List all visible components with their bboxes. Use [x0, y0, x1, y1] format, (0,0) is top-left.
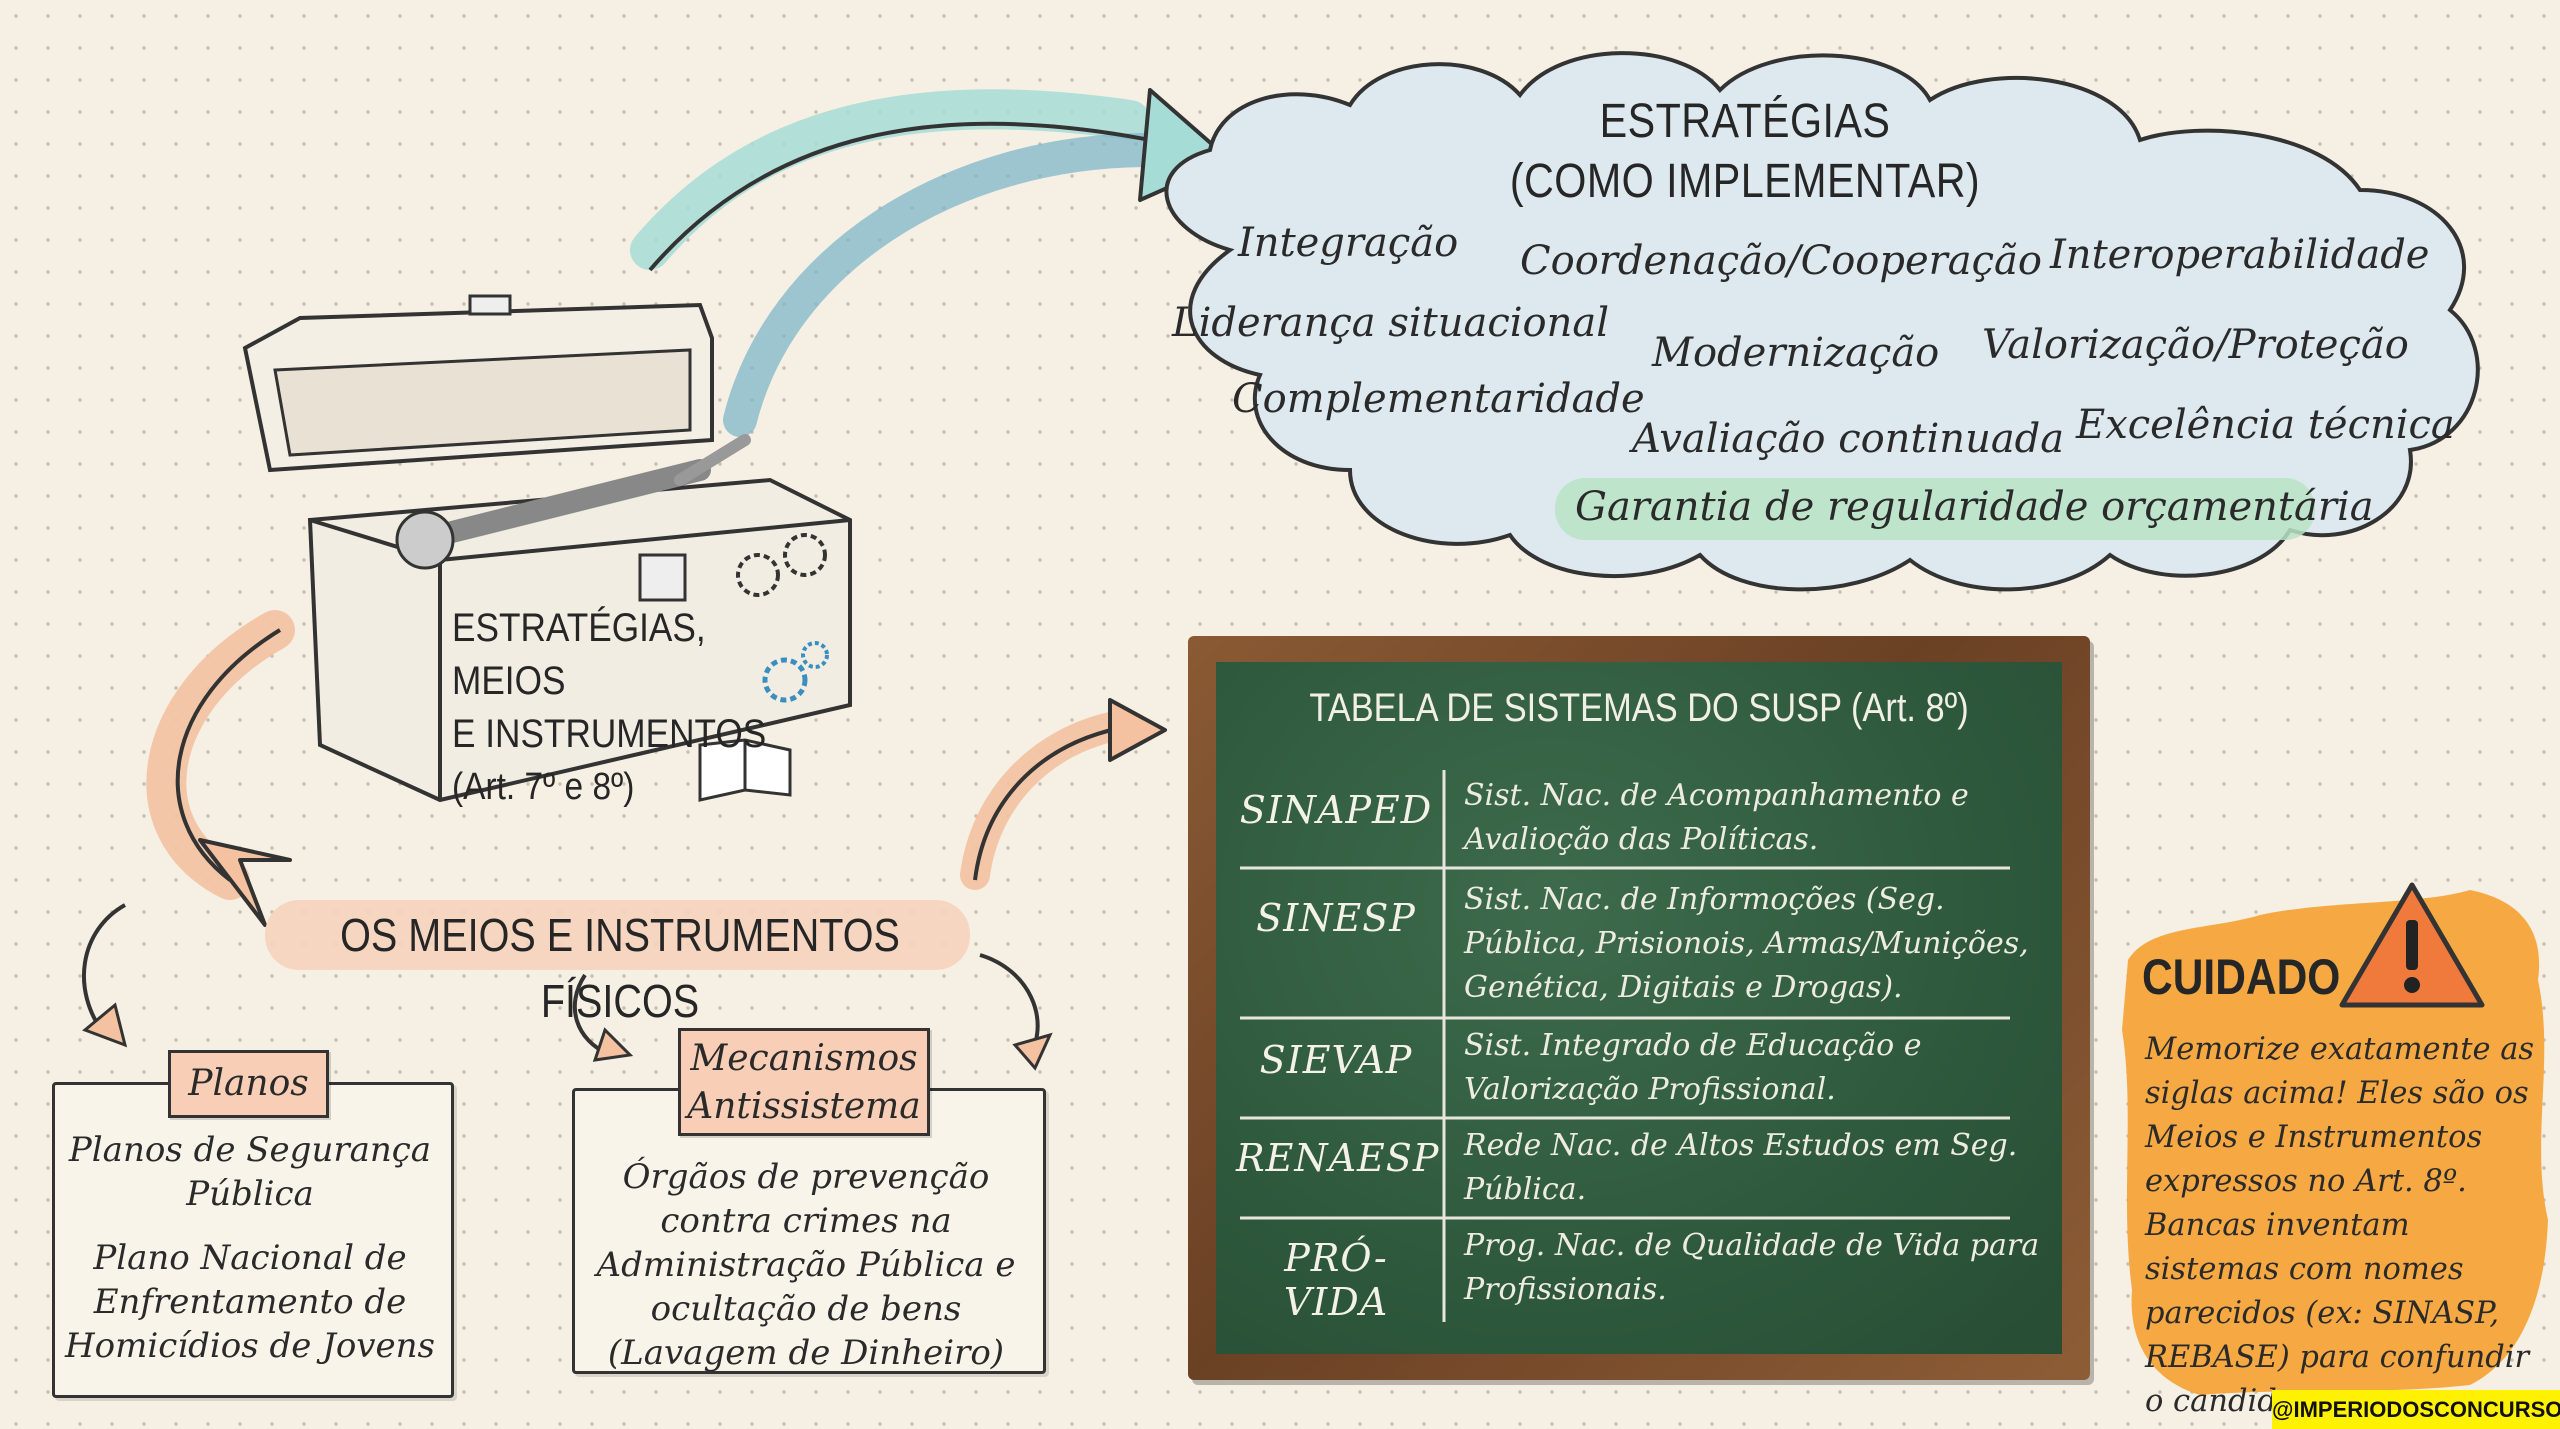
author-handle: @IMPERIODOSCONCURSOS: [2272, 1390, 2560, 1429]
strategy-excelencia: Excelência técnica: [2076, 402, 2455, 448]
board-title: TABELA DE SISTEMAS DO SUSP (Art. 8º): [1309, 686, 1969, 730]
toolbox-label: ESTRATÉGIAS, MEIOS E INSTRUMENTOS (Art. …: [452, 602, 786, 814]
toolbox-icon: [242, 294, 852, 803]
cuidado-text: Memorize exatamente as siglas acima! Ele…: [2145, 1032, 2535, 1419]
desc-sinaped: Sist. Nac. de Acompanhamento e Avalioção…: [1464, 778, 1969, 857]
acronym-renaesp: RENAESP: [1236, 1136, 1440, 1180]
arrow-to-board-icon: [960, 698, 1167, 890]
toolbox-label-line2: E INSTRUMENTOS: [452, 712, 767, 756]
chalkboard: [1216, 662, 2062, 1354]
cloud-shape: [1164, 51, 2480, 592]
acronym-pro-vida: PRÓ-VIDA: [1283, 1236, 1389, 1324]
toolbox-label-line3: (Art. 7º e 8º): [452, 766, 635, 808]
strategy-coordenacao: Coordenação/Cooperação: [1520, 238, 2042, 284]
mecanismos-tag-line2: Antissistema: [687, 1086, 921, 1127]
desc-renaesp: Rede Nac. de Altos Estudos em Seg. Públi…: [1464, 1128, 2018, 1207]
planos-item-2: Plano Nacional de Enfrentamento de Homic…: [65, 1238, 435, 1366]
cuidado-title: CUIDADO: [2142, 949, 2341, 1005]
strategy-garantia: Garantia de regularidade orçamentária: [1575, 484, 2374, 530]
arrow-to-mecanismos-icon: [572, 973, 634, 1062]
mecanismos-tag: Mecanismos Antissistema: [678, 1028, 930, 1136]
desc-pro-vida: Prog. Nac. de Qualidade de Vida para Pro…: [1464, 1228, 2040, 1307]
mecanismos-tag-line1: Mecanismos: [690, 1038, 918, 1079]
arrow-to-cloud-icon: [630, 88, 1232, 437]
strategy-avaliacao: Avaliação continuada: [1632, 416, 2065, 462]
planos-item-1: Planos de Segurança Pública: [68, 1130, 432, 1214]
cuidado-splash: [2122, 890, 2548, 1395]
cloud-title: ESTRATÉGIAS (COMO IMPLEMENTAR): [1431, 92, 2059, 212]
strategy-lideranca: Liderança situacional: [1172, 300, 1610, 346]
desc-sievap: Sist. Integrado de Educação e Valorizaçã…: [1464, 1028, 1922, 1107]
planos-tag: Planos: [168, 1050, 329, 1118]
meios-highlight: [265, 900, 970, 970]
strategy-complementaridade: Complementaridade: [1232, 376, 1645, 422]
strategy-modernizacao: Modernização: [1652, 330, 1940, 376]
cloud-title-line1: ESTRATÉGIAS: [1599, 95, 1891, 148]
acronym-sievap: SIEVAP: [1259, 1038, 1413, 1082]
desc-sinesp: Sist. Nac. de Informoções (Seg. Pública,…: [1464, 882, 2029, 1005]
acronym-sinesp: SINESP: [1256, 896, 1416, 940]
strategy-valorizacao: Valorização/Proteção: [1982, 322, 2409, 368]
strategy-interoperabilidade: Interoperabilidade: [2050, 232, 2430, 278]
arrow-to-planos-icon: [82, 903, 128, 1048]
meios-title: OS MEIOS E INSTRUMENTOS FÍSICOS: [340, 909, 900, 1027]
mecanismos-text: Órgãos de prevenção contra crimes na Adm…: [596, 1157, 1016, 1373]
strategy-integracao: Integração: [1238, 220, 1459, 266]
toolbox-label-line1: ESTRATÉGIAS, MEIOS: [452, 606, 706, 703]
arrow-to-meios-icon: [146, 610, 295, 927]
warning-icon: [2339, 882, 2485, 1008]
highlight-band: [1555, 478, 2315, 540]
arrow-to-right-icon: [979, 953, 1053, 1071]
cloud-title-line2: (COMO IMPLEMENTAR): [1509, 155, 1981, 208]
acronym-sinaped: SINAPED: [1239, 788, 1433, 832]
